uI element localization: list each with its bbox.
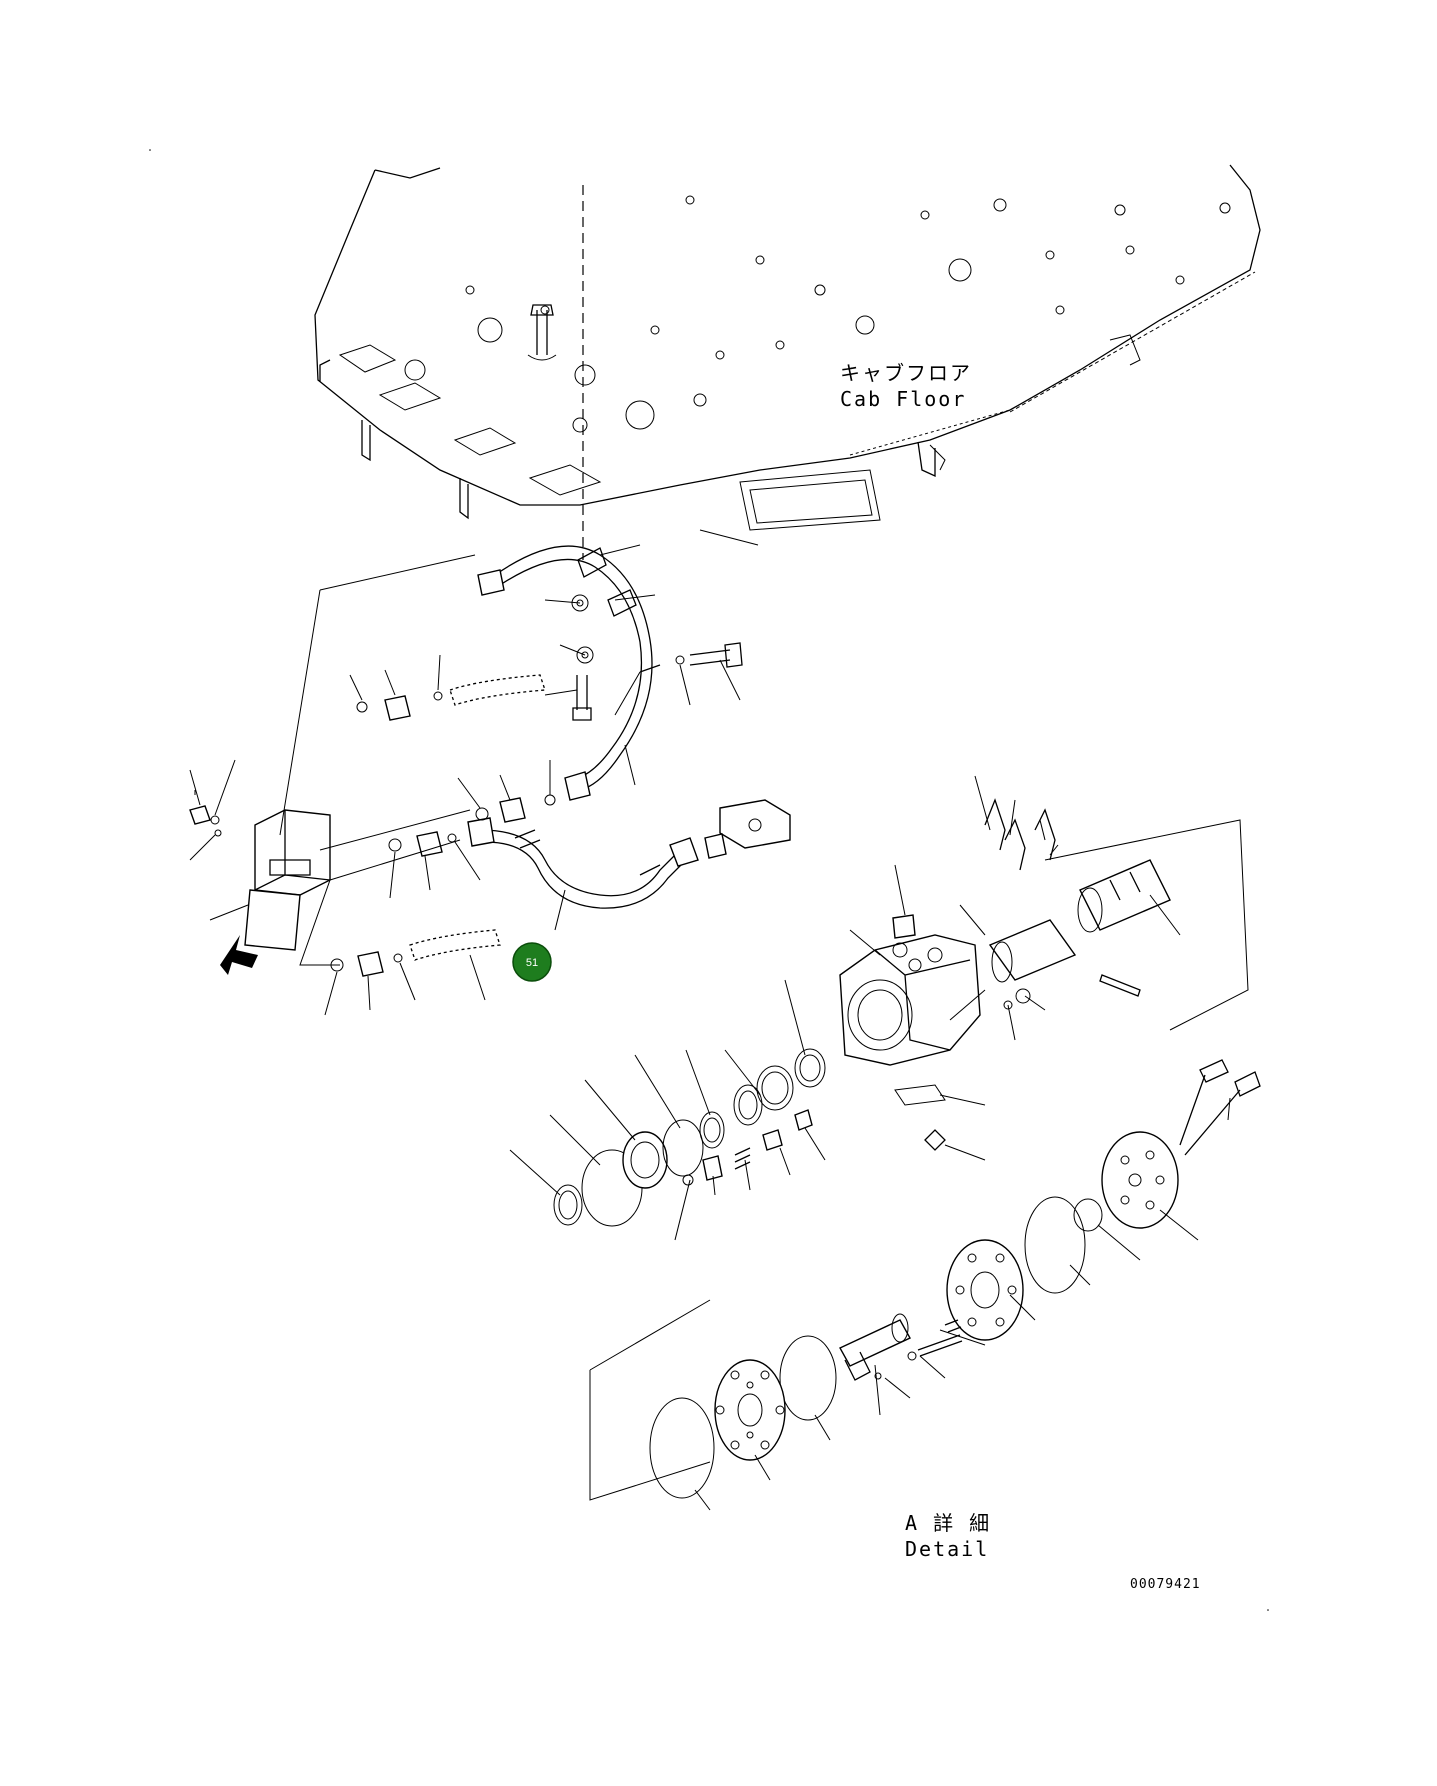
steering-valve-assembly (189, 805, 331, 951)
cab-floor-plate (314, 164, 1261, 560)
leader-lines-detail (509, 775, 1231, 1511)
callout-51[interactable]: 51 (512, 942, 552, 982)
valve-body (839, 914, 981, 1151)
cab-floor-label-en: Cab Floor (840, 387, 966, 411)
callout-51-number: 51 (526, 957, 538, 969)
drawing-number: 00079421 (1130, 1577, 1201, 1592)
cab-floor-label-jp: キャブフロア (840, 361, 972, 385)
spool-sleeve-group (984, 798, 1249, 1031)
detail-label-jp: A 詳 細 (905, 1511, 991, 1535)
arrow-icon (220, 935, 258, 975)
gerotor-group (589, 1059, 1261, 1501)
lower-hose (467, 817, 699, 909)
leader-lines-left (189, 529, 759, 1016)
seal-rings-group (553, 1048, 826, 1227)
detail-label-en: Detail (905, 1537, 989, 1561)
fittings-group (330, 594, 791, 977)
upper-hose (477, 545, 661, 801)
